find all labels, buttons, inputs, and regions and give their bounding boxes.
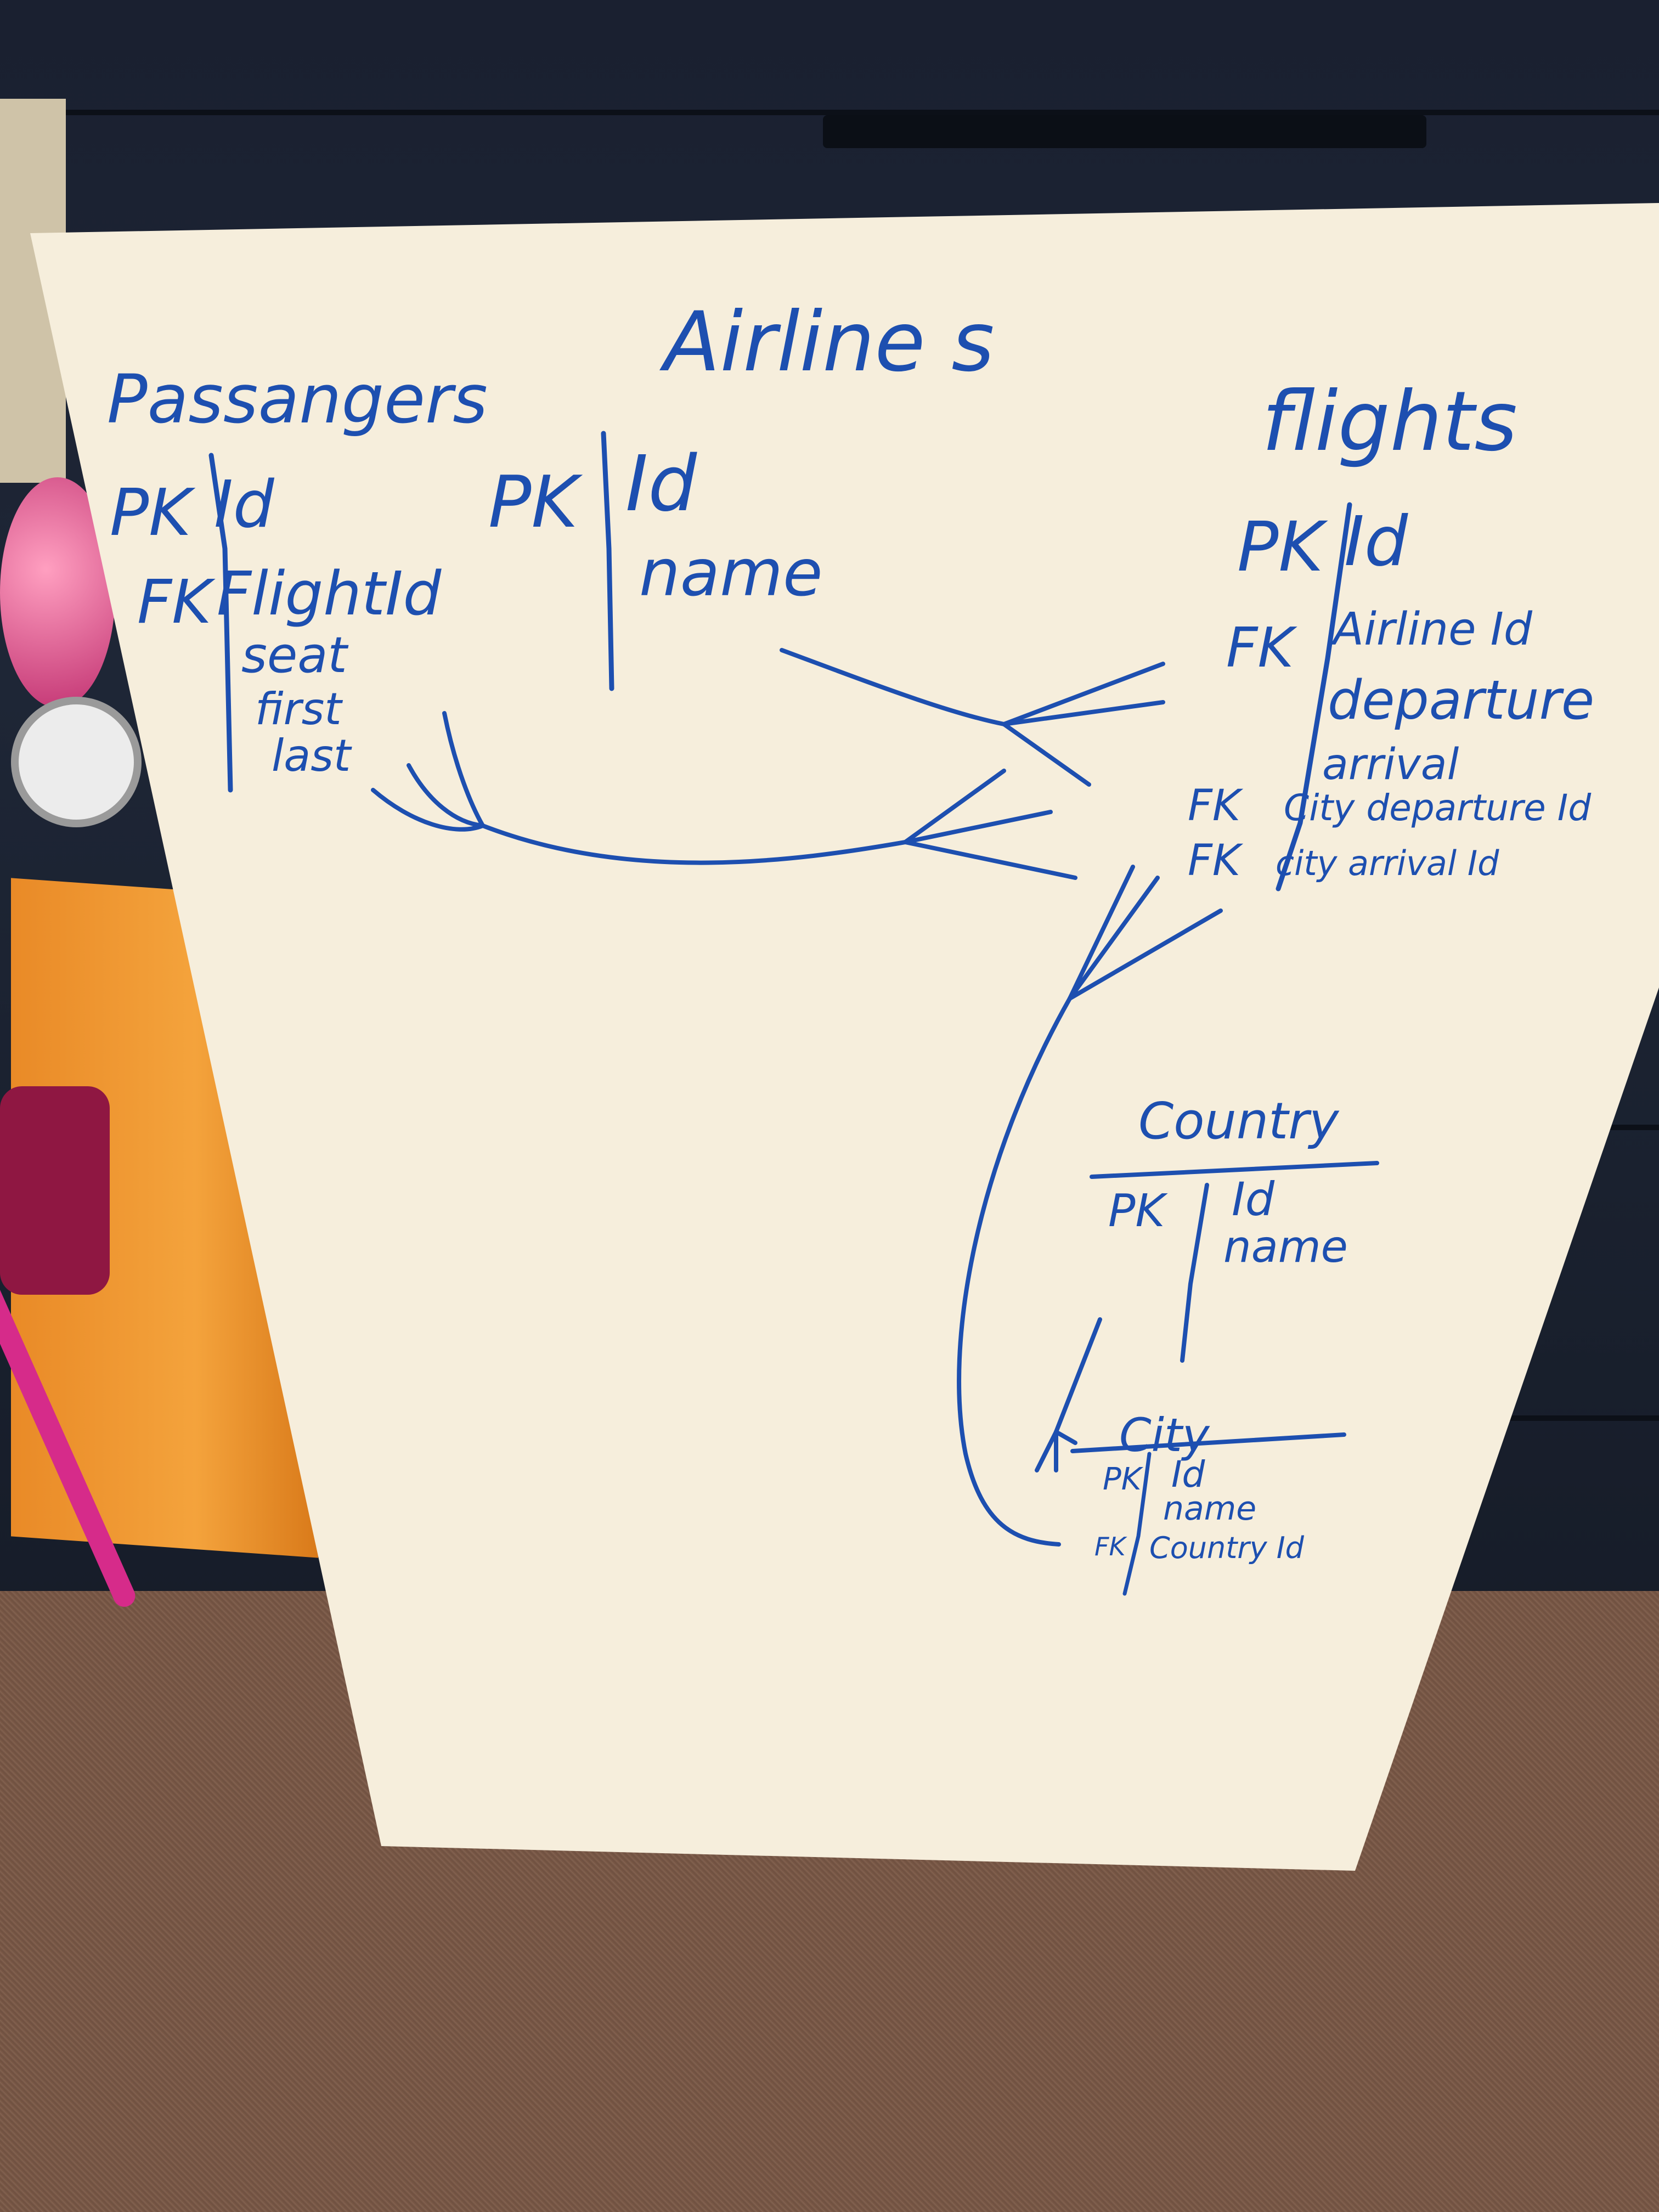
crows-foot-line [1054, 1430, 1077, 1445]
field-flights-id: Id [1344, 502, 1408, 582]
cabinet-handle [823, 115, 1426, 148]
cabinet-seam [1437, 1415, 1659, 1421]
field-airlines-name: name [639, 535, 823, 611]
field-city-id: Id [1171, 1453, 1205, 1496]
relation-line [481, 823, 907, 865]
fk-label: FK [1188, 781, 1244, 831]
field-passengers-flightid: FlightId [217, 558, 442, 629]
column-divider [1276, 502, 1352, 891]
field-passengers-first: first [255, 684, 343, 735]
crows-foot-line [1002, 662, 1165, 726]
field-airlines-id: Id [625, 439, 697, 529]
field-passengers-seat: seat [241, 627, 349, 684]
crows-foot-line [1002, 700, 1165, 726]
relation-flights-city [957, 865, 1223, 1547]
field-city-name: name [1163, 1489, 1256, 1528]
field-flights-departure: departure [1328, 669, 1594, 732]
entity-flights: flights PK FK FK FK Id Airline Id depart… [1188, 374, 1594, 891]
fk-label: FK [1226, 616, 1298, 680]
fk-label: FK [137, 567, 216, 637]
crows-foot-line [903, 840, 1077, 880]
field-country-id: Id [1232, 1172, 1275, 1226]
entity-title-passengers: Passangers [107, 360, 488, 438]
relation-country-city [1035, 1317, 1102, 1472]
entity-title-airlines: Airline s [659, 295, 995, 390]
entity-city: City PK FK Id name Country Id [1070, 1408, 1346, 1596]
crows-foot-line [371, 788, 485, 832]
entity-passengers: Passangers PK FK Id FlightId seat first … [107, 360, 488, 793]
crows-foot-line [1068, 865, 1135, 1001]
pk-label: PK [110, 475, 196, 550]
fk-label: FK [1188, 836, 1244, 885]
column-divider [1180, 1183, 1209, 1363]
entity-title-country: Country [1138, 1092, 1340, 1150]
crows-foot-line [442, 711, 485, 828]
field-flights-city-departure-id: City departure Id [1284, 787, 1592, 829]
field-flights-airline-id: Airline Id [1330, 603, 1533, 656]
pk-label: PK [488, 460, 583, 544]
cabinet-seam [0, 110, 1659, 115]
entity-airlines: Airline s PK Id name [488, 295, 995, 691]
crows-foot-line [1068, 876, 1160, 1001]
pk-label: PK [1237, 507, 1328, 587]
header-underline [1070, 1432, 1346, 1453]
field-city-country-id: Country Id [1149, 1531, 1305, 1565]
entity-title-flights: flights [1262, 374, 1517, 470]
relation-line [1054, 1317, 1102, 1434]
column-divider [1122, 1452, 1152, 1596]
entity-country: Country PK Id name [1090, 1092, 1379, 1363]
pk-label: PK [1108, 1185, 1168, 1237]
crows-foot-line [1002, 722, 1091, 787]
relation-line [957, 996, 1072, 1547]
header-underline [1090, 1161, 1379, 1179]
fk-label: FK [1094, 1532, 1127, 1561]
crows-foot-line [903, 769, 1006, 844]
field-flights-city-arrival-id: city arrival Id [1276, 843, 1499, 883]
field-passengers-last: last [272, 730, 352, 781]
whiteboard-surface [30, 203, 1659, 1871]
field-passengers-id: Id [214, 466, 275, 542]
entity-title-city: City [1119, 1408, 1210, 1462]
pk-label: PK [1103, 1462, 1144, 1497]
toy-stand [0, 1086, 110, 1295]
relation-airlines-flights [780, 648, 1165, 787]
relation-line [780, 648, 1006, 726]
crows-foot-line [1035, 1430, 1058, 1472]
column-divider [208, 453, 233, 793]
crows-foot-line [903, 810, 1053, 844]
crows-foot-line [407, 763, 485, 828]
relation-passengers-flights [371, 711, 1077, 880]
column-divider [601, 431, 614, 691]
crows-foot-line [1068, 909, 1223, 1001]
field-flights-arrival: arrival [1322, 740, 1459, 789]
field-country-name: name [1223, 1221, 1348, 1272]
